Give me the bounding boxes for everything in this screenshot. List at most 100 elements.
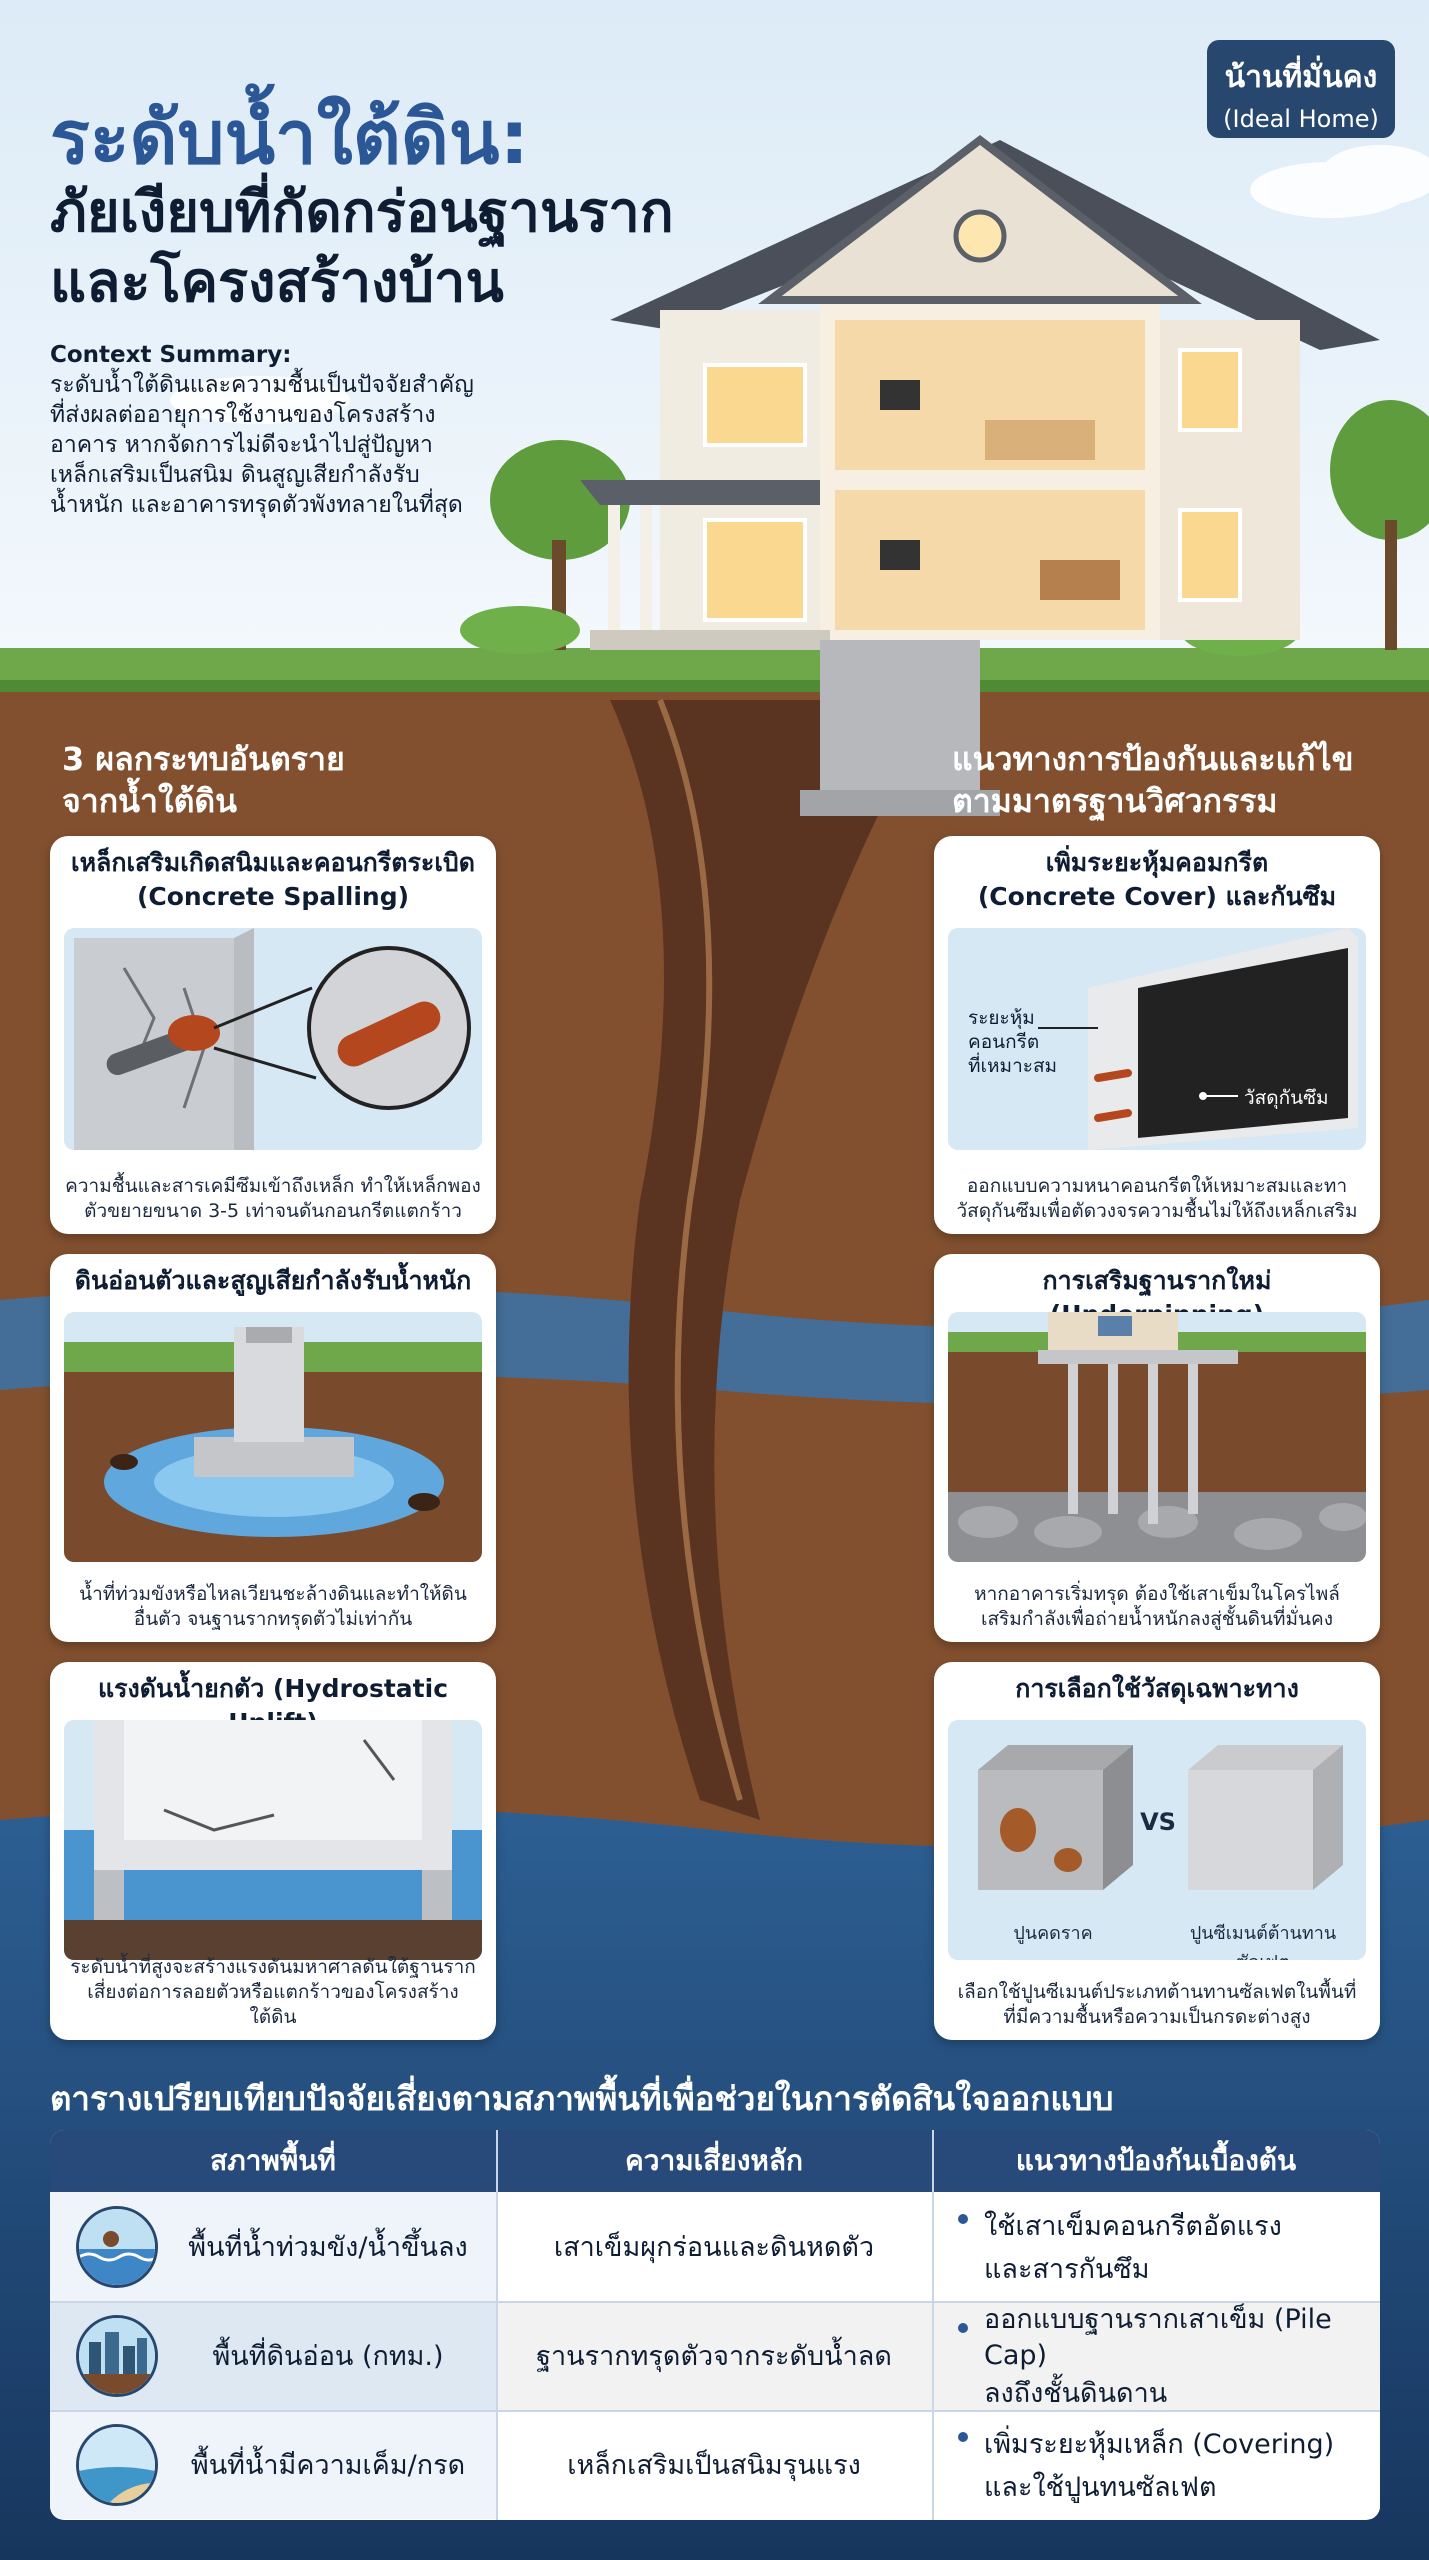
cover-label-line-2: คอนกรีต	[968, 1031, 1040, 1053]
page-subtitle: ภัยเงียบที่กัดกร่อนฐานราก และโครงสร้างบ้…	[50, 178, 674, 318]
table-title: ตารางเปรียบเทียบปัจจัยเสี่ยงตามสภาพพื้นท…	[50, 2079, 1114, 2118]
card-title-line-1: เพิ่มระยะหุ้มคอมกรีต	[1045, 848, 1269, 877]
card-title-line-2: (Concrete Cover) และกันซึม	[977, 882, 1337, 911]
card-concrete-cover: เพิ่มระยะหุ้มคอมกรีต (Concrete Cover) แล…	[934, 836, 1380, 1234]
card-description-line-1: หากอาคารเริ่มทรุด ต้องใช้เสาเข็มในโครไพล…	[974, 1583, 1340, 1605]
card-description: เลือกใช้ปูนซีเมนต์ประเภทต้านทานซัลเฟตในพ…	[948, 1980, 1366, 2030]
bullet	[958, 2432, 968, 2442]
card-description-line-2: ที่มีความชื้นหรือความเป็นกรดะต่างสูง	[1003, 2006, 1311, 2028]
solution-text: ใช้เสาเข็มคอนกรีตอัดแรง และสารกันซึม	[984, 2204, 1282, 2290]
underpinning-illustration	[948, 1312, 1366, 1562]
card-title-line-2: (Concrete Spalling)	[136, 882, 410, 911]
card-title-line-1: เหล็กเสริมเกิดสนิมและคอนกรีตระเบิด	[71, 848, 475, 877]
right-section-heading-line-2: ตามมาตรฐานวิศวกรรม	[952, 782, 1278, 820]
card-description: หากอาคารเริ่มทรุด ต้องใช้เสาเข็มในโครไพล…	[948, 1582, 1366, 1632]
table-row: พื้นที่ดินอ่อน (กทม.) ฐานรากทรุดตัวจากระ…	[50, 2301, 1380, 2410]
risk-table: สภาพพื้นที่ ความเสี่ยงหลัก แนวทางป้องกัน…	[50, 2130, 1380, 2520]
solution-line-2: ลงถึงชั้นดินดาน	[984, 2378, 1168, 2409]
card-title-line-1: การเลือกใช้วัสดุเฉพาะทาง	[1015, 1674, 1299, 1703]
solution-line-1: ออกแบบฐานรากเสาเข็ม (Pile Cap)	[984, 2304, 1332, 2371]
card-description-line-1: ระดับน้ำที่สูงจะสร้างแรงดันมหาศาลดันใต้ฐ…	[70, 1956, 476, 1978]
card-title: ดินอ่อนตัวและสูญเสียกำลังรับน้ำหนัก	[50, 1254, 496, 1298]
card-description-line-1: น้ำที่ท่วมขังหรือไหลเวียนชะล้างดินและทำใ…	[79, 1583, 467, 1605]
context-line: น้ำหนัก และอาคารทรุดตัวพังทลายในที่สุด	[50, 492, 463, 518]
context-line: ระดับน้ำใต้ดินและความชื้นเป็นปัจจัยสำคัญ	[50, 372, 474, 398]
cover-label-line-1: ระยะหุ้ม	[968, 1007, 1035, 1029]
card-title: เพิ่มระยะหุ้มคอมกรีต (Concrete Cover) แล…	[934, 836, 1380, 914]
card-description-line-1: ความชื้นและสารเคมีซึมเข้าถึงเหล็ก ทำให้เ…	[65, 1175, 481, 1197]
card-description-line-2: ตัวขยายขนาด 3-5 เท่าจนดันกอนกรีตแตกร้าว	[84, 1200, 462, 1222]
card-description-line-2: เสริมกำลังเพื่อถ่ายน้ำหนักลงสู่ชั้นดินที…	[980, 1608, 1334, 1630]
table-header-cell: ความเสี่ยงหลัก	[625, 2144, 803, 2177]
page-title: ระดับน้ำใต้ดิน:	[50, 95, 530, 181]
card-title: การเลือกใช้วัสดุเฉพาะทาง	[934, 1662, 1380, 1706]
table-divider	[50, 2410, 1380, 2412]
context-line: อาคาร หากจัดการไม่ดีจะนำไปสู่ปัญหา	[50, 432, 433, 458]
card-description-line-2: อื่นตัว จนฐานรากทรุดตัวไม่เท่ากัน	[133, 1608, 413, 1630]
table-cell-area: พื้นที่ดินอ่อน (กทม.)	[212, 2341, 444, 2372]
solution-line-2: และใช้ปูนทนซัลเฟต	[984, 2471, 1217, 2503]
spalling-illustration	[64, 928, 482, 1150]
vs-label: VS	[1140, 1808, 1176, 1836]
card-description-line-2: เสี่ยงต่อการลอยตัวหรือแตกร้าวของโครงสร้า…	[87, 1981, 459, 2028]
page-subtitle-line-2: และโครงสร้างบ้าน	[50, 250, 504, 315]
table-row: พื้นที่น้ำท่วมขัง/น้ำขึ้นลง เสาเข็มผุกร่…	[50, 2192, 1380, 2301]
table-divider	[50, 2301, 1380, 2303]
card-soil-softening: ดินอ่อนตัวและสูญเสียกำลังรับน้ำหนัก น้ำท…	[50, 1254, 496, 1642]
flood-icon	[76, 2206, 158, 2288]
brand-subtitle: (Ideal Home)	[1223, 105, 1379, 133]
table-cell-solution: ใช้เสาเข็มคอนกรีตอัดแรง และสารกันซึม	[932, 2192, 1380, 2301]
material-right-label: ปูนซีเมนต์ต้านทานซัลเฟต	[1189, 1923, 1337, 1960]
card-description-line-2: วัสดุกันซึมเพื่อตัดวงจรความชื้นไม่ให้ถึง…	[956, 1200, 1358, 1222]
brand-badge: น้านที่มั่นคง (Ideal Home)	[1207, 40, 1395, 138]
right-section-heading-line-1: แนวทางการป้องกันและแก้ไข	[952, 740, 1354, 778]
table-header-cell: สภาพพื้นที่	[210, 2144, 336, 2177]
card-description-line-1: เลือกใช้ปูนซีเมนต์ประเภทต้านทานซัลเฟตในพ…	[957, 1981, 1357, 2003]
solution-text: ออกแบบฐานรากเสาเข็ม (Pile Cap) ลงถึงชั้น…	[984, 2297, 1380, 2414]
cover-label-line-3: ที่เหมาะสม	[968, 1055, 1058, 1077]
card-description: น้ำที่ท่วมขังหรือไหลเวียนชะล้างดินและทำใ…	[64, 1582, 482, 1632]
table-divider	[932, 2130, 934, 2520]
materials-illustration: VS ปูนคดราค ปูนซีเมนต์ต้านทานซัลเฟต	[948, 1720, 1366, 1960]
context-heading: Context Summary:	[50, 342, 292, 368]
left-section-heading-line-2: จากน้ำใต้ดิน	[62, 782, 237, 820]
card-description: ออกแบบความหนาคอนกรีตให้เหมาะสมและทา วัสด…	[948, 1174, 1366, 1224]
table-cell-risk: เหล็กเสริมเป็นสนิมรุนแรง	[496, 2410, 932, 2519]
card-hydrostatic-uplift: แรงดันน้ำยกตัว (Hydrostatic Uplift) ระดั…	[50, 1662, 496, 2040]
table-cell-risk: เสาเข็มผุกร่อนและดินหดตัว	[496, 2192, 932, 2301]
solution-line-1: ใช้เสาเข็มคอนกรีตอัดแรง	[984, 2210, 1282, 2242]
bullet	[958, 2323, 968, 2333]
table-cell-solution: เพิ่มระยะหุ้มเหล็ก (Covering) และใช้ปูนท…	[932, 2410, 1380, 2519]
brand-name: น้านที่มั่นคง	[1224, 60, 1378, 95]
card-title-line-1: ดินอ่อนตัวและสูญเสียกำลังรับน้ำหนัก	[74, 1266, 472, 1295]
cover-label: ระยะหุ้ม คอนกรีต ที่เหมาะสม	[968, 1006, 1057, 1078]
page-subtitle-line-1: ภัยเงียบที่กัดกร่อนฐานราก	[50, 180, 674, 245]
context-summary: Context Summary: ระดับน้ำใต้ดินและความชื…	[50, 340, 610, 520]
table-divider	[496, 2130, 498, 2520]
card-underpinning: การเสริมฐานรากใหม่ (Underpinning) หากอาค…	[934, 1254, 1380, 1642]
card-title: เหล็กเสริมเกิดสนิมและคอนกรีตระเบิด (Conc…	[50, 836, 496, 914]
context-line: เหล็กเสริมเป็นสนิม ดินสูญเสียกำลังรับ	[50, 462, 420, 488]
bullet	[958, 2214, 968, 2224]
solution-text: เพิ่มระยะหุ้มเหล็ก (Covering) และใช้ปูนท…	[984, 2422, 1334, 2508]
right-section-heading: แนวทางการป้องกันและแก้ไข ตามมาตรฐานวิศวก…	[952, 738, 1353, 822]
card-description: ความชื้นและสารเคมีซึมเข้าถึงเหล็ก ทำให้เ…	[64, 1174, 482, 1224]
material-left-label: ปูนคดราค	[1013, 1923, 1093, 1944]
concrete-cover-illustration: ระยะหุ้ม คอนกรีต ที่เหมาะสม วัสดุกันซึม	[948, 928, 1366, 1150]
card-description: ระดับน้ำที่สูงจะสร้างแรงดันมหาศาลดันใต้ฐ…	[64, 1955, 482, 2030]
coast-icon	[76, 2424, 158, 2506]
table-cell-area: พื้นที่น้ำมีความเค็ม/กรด	[190, 2450, 466, 2481]
city-icon	[76, 2315, 158, 2397]
context-line: ที่ส่งผลต่ออายุการใช้งานของโครงสร้าง	[50, 402, 436, 428]
solution-line-1: เพิ่มระยะหุ้มเหล็ก (Covering)	[984, 2428, 1335, 2460]
solution-line-2: และสารกันซึม	[984, 2253, 1150, 2285]
table-cell-risk: ฐานรากทรุดตัวจากระดับน้ำลด	[496, 2301, 932, 2410]
left-section-heading-line-1: 3 ผลกระทบอันตราย	[62, 740, 345, 778]
card-concrete-spalling: เหล็กเสริมเกิดสนิมและคอนกรีตระเบิด (Conc…	[50, 836, 496, 1234]
soil-softening-illustration	[64, 1312, 482, 1562]
table-header: สภาพพื้นที่ ความเสี่ยงหลัก แนวทางป้องกัน…	[50, 2130, 1380, 2192]
card-description-line-1: ออกแบบความหนาคอนกรีตให้เหมาะสมและทา	[966, 1175, 1348, 1197]
table-header-cell: แนวทางป้องกันเบื้องต้น	[1015, 2144, 1297, 2177]
table-cell-solution: ออกแบบฐานรากเสาเข็ม (Pile Cap) ลงถึงชั้น…	[932, 2301, 1380, 2410]
uplift-illustration	[64, 1720, 482, 1960]
